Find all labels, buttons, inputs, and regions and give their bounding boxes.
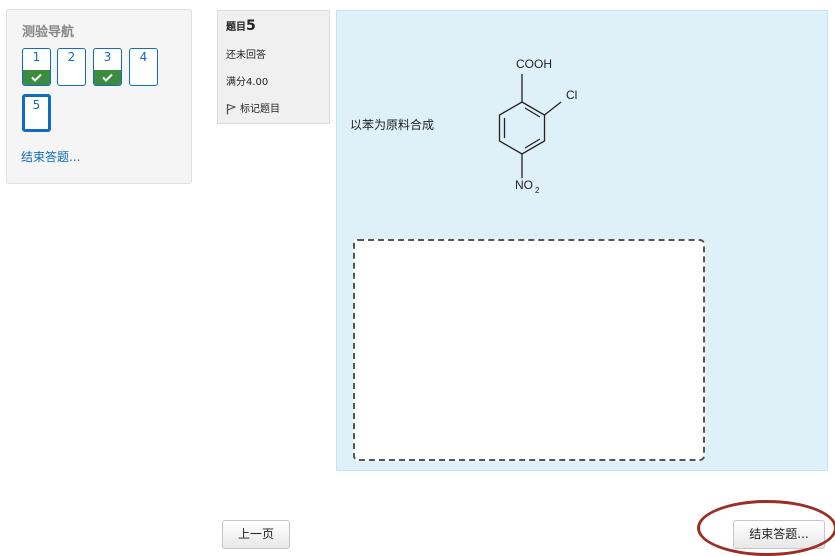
check-icon — [102, 73, 113, 82]
question-number: 2 — [67, 50, 76, 64]
finish-attempt-link[interactable]: 结束答题... — [21, 150, 81, 164]
question-nav-button-3[interactable]: 3 — [93, 48, 122, 86]
quiz-navigation-panel: 测验导航 1 2 3 4 5 结束答题... — [6, 9, 192, 184]
question-state: 还未回答 — [226, 50, 266, 61]
carboxyl-group-label: COOH — [516, 57, 552, 71]
chemical-structure-image: COOH Cl NO 2 — [498, 57, 577, 195]
question-nav-button-1[interactable]: 1 — [22, 48, 51, 86]
question-prefix: 题目 — [226, 22, 246, 33]
question-info-panel: 题目5 还未回答 满分4.00 标记题目 — [217, 10, 330, 124]
previous-page-button[interactable]: 上一页 — [222, 520, 290, 549]
question-prompt: 以苯为原料合成 — [350, 118, 435, 132]
question-number: 4 — [139, 50, 148, 64]
question-number-value: 5 — [246, 18, 256, 34]
answered-indicator — [94, 70, 121, 85]
question-number: 5 — [32, 98, 41, 112]
question-grade: 满分4.00 — [226, 77, 269, 88]
flag-question-toggle[interactable]: 标记题目 — [226, 100, 280, 115]
finish-attempt-button[interactable]: 结束答题... — [733, 520, 825, 549]
flag-question-label: 标记题目 — [240, 104, 280, 115]
quiz-navigation-title: 测验导航 — [22, 25, 75, 40]
question-number: 1 — [32, 50, 41, 64]
question-number: 3 — [103, 50, 112, 64]
question-nav-button-4[interactable]: 4 — [129, 48, 158, 86]
question-number-label: 题目5 — [226, 18, 256, 34]
answer-drawing-area[interactable] — [353, 239, 705, 461]
question-content-panel: 以苯为原料合成 COOH Cl NO 2 — [336, 10, 828, 471]
nitro-group-label: NO — [515, 178, 533, 192]
chloro-group-label: Cl — [566, 88, 577, 102]
answered-indicator — [23, 70, 50, 85]
question-nav-button-2[interactable]: 2 — [57, 48, 86, 86]
flag-icon — [226, 103, 237, 115]
question-nav-button-5[interactable]: 5 — [22, 94, 51, 132]
nitro-group-subscript: 2 — [535, 186, 540, 195]
check-icon — [31, 73, 42, 82]
